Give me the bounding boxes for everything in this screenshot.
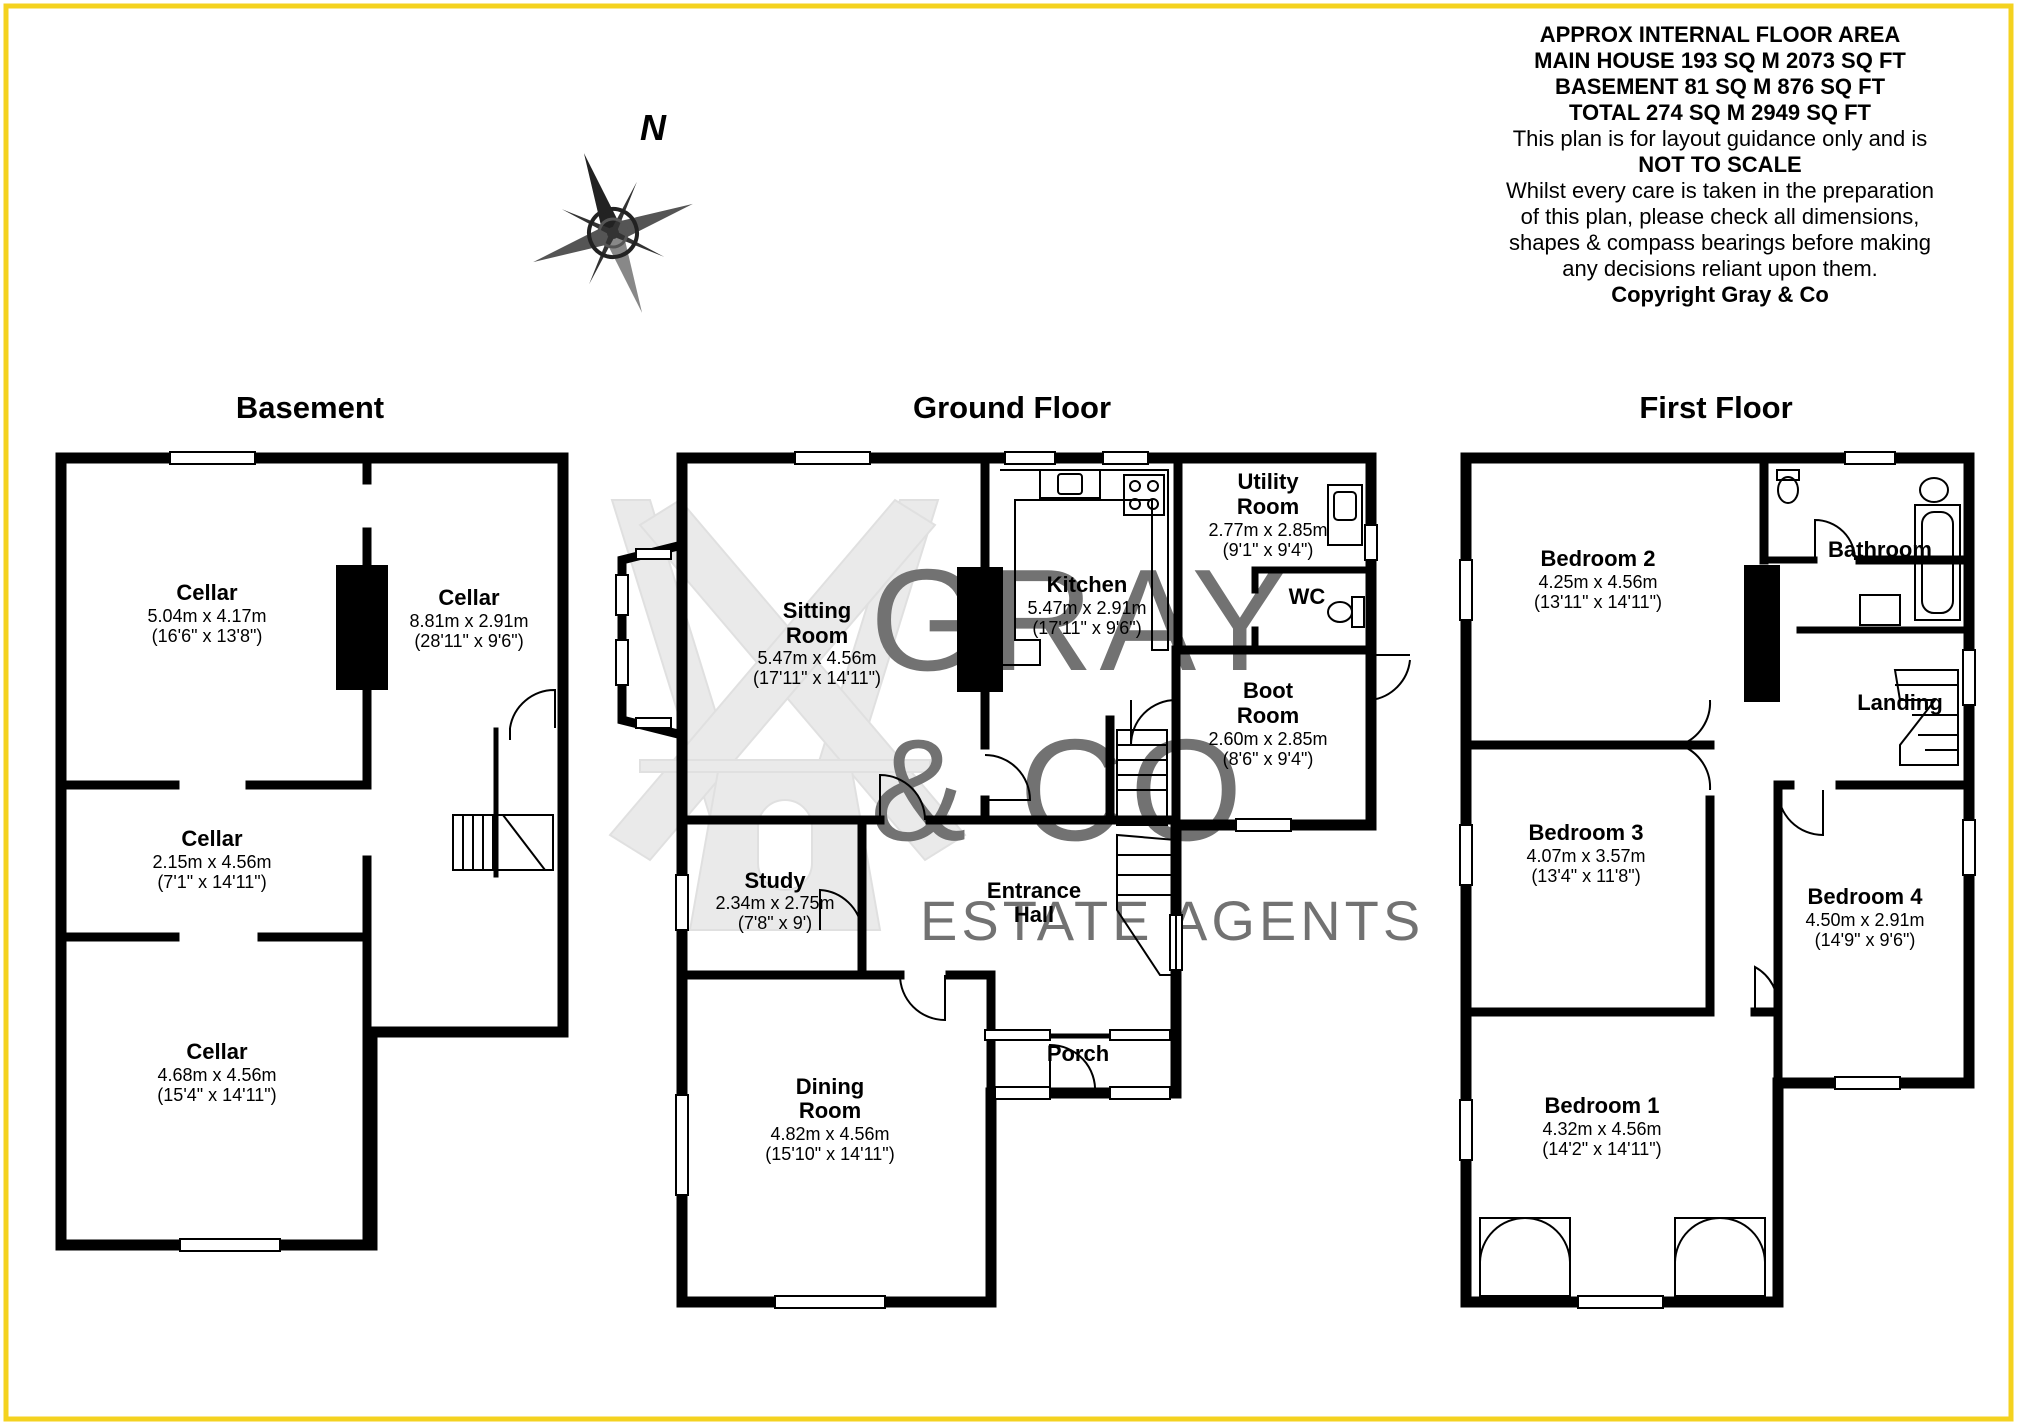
basement-room-4-name: Cellar: [186, 1039, 248, 1064]
ground-room-1-imperial: (17'11" x 14'11"): [753, 668, 881, 688]
ground-room-9-name1: Dining: [796, 1074, 864, 1099]
basement-room-3-metric: 2.15m x 4.56m: [152, 852, 271, 872]
first-room-1-metric: 4.25m x 4.56m: [1538, 572, 1657, 592]
info-line-9: shapes & compass bearings before making: [1509, 230, 1931, 255]
ground-room-7-name1: Entrance: [987, 878, 1081, 903]
info-line-4: TOTAL 274 SQ M 2949 SQ FT: [1569, 100, 1871, 125]
basement-room-1-name: Cellar: [176, 580, 238, 605]
ground-room-6-metric: 2.34m x 2.75m: [715, 893, 834, 913]
ground-room-5-metric: 2.60m x 2.85m: [1208, 729, 1327, 749]
first-floor-plan: [1460, 452, 1975, 1308]
ground-fixtures: [819, 469, 1411, 1094]
ground-room-9-imperial: (15'10" x 14'11"): [765, 1144, 894, 1164]
first-windows: [1459, 451, 1976, 1309]
ground-room-7-name2: Hall: [1014, 902, 1054, 927]
info-line-8: of this plan, please check all dimension…: [1520, 204, 1920, 229]
first-room-6-imperial: (14'2" x 14'11"): [1542, 1139, 1661, 1159]
info-line-6: NOT TO SCALE: [1638, 152, 1802, 177]
basement-room-3-imperial: (7'1" x 14'11"): [157, 872, 266, 892]
first-room-4-metric: 4.07m x 3.57m: [1526, 846, 1645, 866]
ground-room-1-metric: 5.47m x 4.56m: [757, 648, 876, 668]
first-room-3-name: Landing: [1857, 690, 1943, 715]
info-line-11: Copyright Gray & Co: [1611, 282, 1829, 307]
basement-plan: [55, 452, 569, 1251]
watermark-co: & CO: [870, 709, 1249, 871]
basement-room-3-name: Cellar: [181, 826, 243, 851]
first-room-5-name: Bedroom 4: [1808, 884, 1924, 909]
ground-room-5-imperial: (8'6" x 9'4"): [1223, 749, 1314, 769]
ground-room-3-metric: 2.77m x 2.85m: [1208, 520, 1327, 540]
ground-room-3-name1: Utility: [1237, 469, 1299, 494]
basement-stairs: [452, 688, 556, 871]
first-room-6-name: Bedroom 1: [1545, 1093, 1660, 1118]
info-line-5: This plan is for layout guidance only an…: [1512, 126, 1928, 151]
info-line-3: BASEMENT 81 SQ M 876 SQ FT: [1554, 74, 1886, 99]
compass-rose-icon: [533, 153, 693, 313]
basement-windows: [169, 451, 281, 1252]
ground-chimney: [957, 567, 1003, 692]
ground-room-6-imperial: (7'8" x 9'): [738, 913, 812, 933]
first-room-4-name: Bedroom 3: [1529, 820, 1644, 845]
ground-room-3-name2: Room: [1237, 494, 1299, 519]
watermark-gray: GRAY: [870, 539, 1294, 701]
basement-room-4-imperial: (15'4" x 14'11"): [157, 1085, 276, 1105]
first-room-1-imperial: (13'11" x 14'11"): [1534, 592, 1662, 612]
first-chimney: [1744, 565, 1780, 702]
basement-room-4-metric: 4.68m x 4.56m: [157, 1065, 276, 1085]
info-line-2: MAIN HOUSE 193 SQ M 2073 SQ FT: [1534, 48, 1906, 73]
ground-room-1-name1: Sitting: [783, 598, 851, 623]
first-floor-title: First Floor: [1639, 390, 1792, 425]
info-line-7: Whilst every care is taken in the prepar…: [1506, 178, 1934, 203]
basement-title: Basement: [236, 390, 384, 425]
basement-room-1-imperial: (16'6" x 13'8"): [152, 626, 263, 646]
ground-room-9-metric: 4.82m x 4.56m: [770, 1124, 889, 1144]
ground-room-8-name: Porch: [1047, 1041, 1109, 1066]
ground-room-6-name: Study: [744, 868, 806, 893]
ground-room-2-name: Kitchen: [1047, 572, 1128, 597]
ground-room-2-imperial: (17'11" x 9'6"): [1032, 618, 1141, 638]
ground-floor-title: Ground Floor: [913, 390, 1111, 425]
info-line-1: APPROX INTERNAL FLOOR AREA: [1539, 22, 1901, 47]
first-room-2-name: Bathroom: [1828, 537, 1932, 562]
ground-windows: [615, 451, 1378, 1309]
ground-room-5-name1: Boot: [1243, 678, 1294, 703]
ground-room-4-name: WC: [1289, 584, 1326, 609]
first-room-1-name: Bedroom 2: [1541, 546, 1656, 571]
ground-room-2-metric: 5.47m x 2.91m: [1027, 598, 1146, 618]
ground-room-9-name2: Room: [799, 1098, 861, 1123]
first-room-4-imperial: (13'4" x 11'8"): [1531, 866, 1640, 886]
basement-room-2-metric: 8.81m x 2.91m: [409, 611, 528, 631]
floor-area-info: APPROX INTERNAL FLOOR AREA MAIN HOUSE 19…: [1440, 22, 2000, 308]
ground-room-5-name2: Room: [1237, 703, 1299, 728]
info-line-10: any decisions reliant upon them.: [1562, 256, 1878, 281]
ground-room-1-name2: Room: [786, 623, 848, 648]
basement-room-1-metric: 5.04m x 4.17m: [147, 606, 266, 626]
first-room-6-metric: 4.32m x 4.56m: [1542, 1119, 1661, 1139]
page-border: [3, 3, 2014, 1422]
compass-north-label: N: [640, 107, 667, 148]
basement-room-2-imperial: (28'11" x 9'6"): [414, 631, 523, 651]
first-room-5-imperial: (14'9" x 9'6"): [1815, 930, 1916, 950]
basement-chimney: [336, 565, 388, 690]
ground-room-3-imperial: (9'1" x 9'4"): [1223, 540, 1314, 560]
basement-room-2-name: Cellar: [438, 585, 500, 610]
first-room-5-metric: 4.50m x 2.91m: [1805, 910, 1924, 930]
first-fixtures: [1479, 469, 1961, 1297]
